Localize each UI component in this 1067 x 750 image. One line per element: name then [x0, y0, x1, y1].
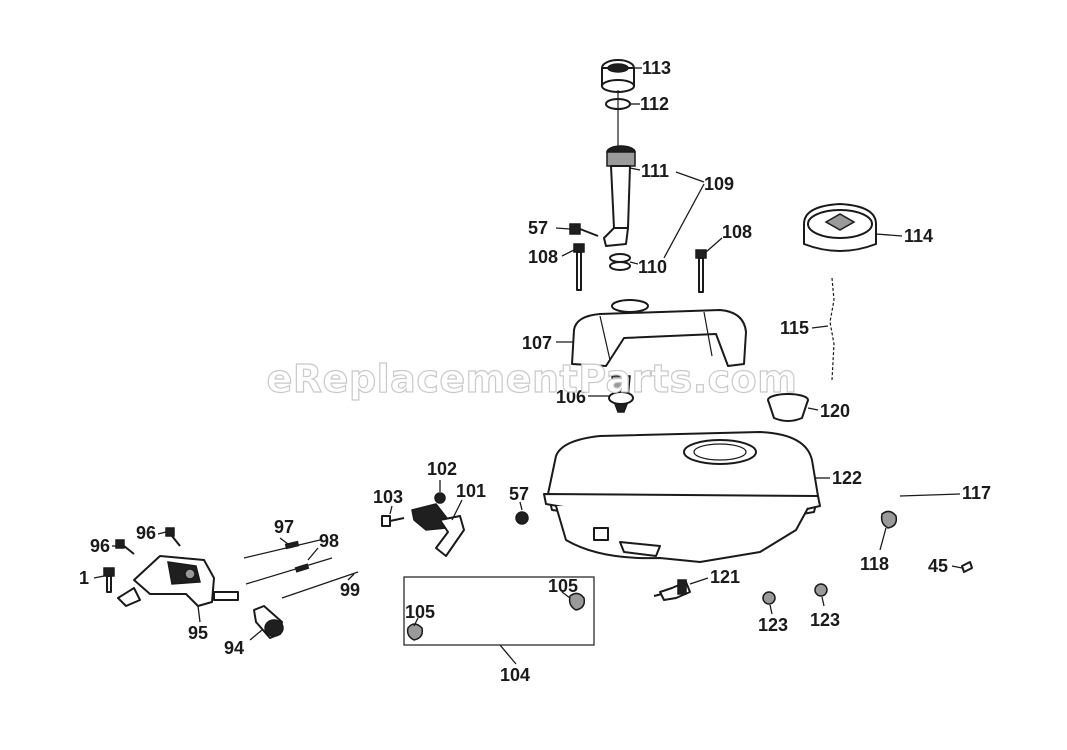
part-bolt-108-left — [573, 243, 585, 291]
part-screw-96-right — [165, 527, 181, 547]
callout-102: 102 — [427, 459, 457, 479]
part-bracket-101 — [411, 503, 465, 557]
callout-122: 122 — [832, 468, 862, 488]
callout-107: 107 — [522, 333, 552, 353]
callout-115: 115 — [780, 318, 809, 338]
callout-123-left: 123 — [758, 615, 788, 635]
part-cap-tether — [829, 277, 835, 381]
part-bolt-108-right — [695, 249, 707, 293]
callout-104: 104 — [500, 665, 530, 685]
callout-121: 121 — [710, 567, 740, 587]
part-fuel-filter — [608, 375, 634, 413]
callout-114: 114 — [904, 226, 933, 246]
callout-117: 117 — [962, 483, 991, 503]
callout-101: 101 — [456, 481, 486, 501]
part-clip-45 — [961, 561, 973, 573]
part-bolt-1 — [103, 567, 115, 593]
part-cable-98 — [245, 557, 333, 585]
callout-112: 112 — [640, 94, 669, 114]
callout-109: 109 — [704, 174, 734, 194]
part-nut-123-right — [814, 583, 828, 597]
part-clamp-118 — [880, 510, 898, 529]
callout-95: 95 — [188, 623, 208, 643]
part-dipstick-cap — [601, 59, 635, 93]
part-control-bracket — [117, 555, 239, 607]
part-fuel-cap — [803, 203, 877, 252]
callout-111: 111 — [641, 161, 669, 181]
callout-97: 97 — [274, 517, 294, 537]
part-nut-123-left — [762, 591, 776, 605]
watermark-text: eReplacementParts.com — [267, 357, 798, 401]
part-oil-fill-tube — [603, 145, 636, 247]
callout-123-right: 123 — [810, 610, 840, 630]
callout-45: 45 — [928, 556, 948, 576]
part-nut-57 — [515, 511, 529, 525]
part-fuel-line-117 — [893, 489, 1003, 577]
part-fuel-hose-104 — [416, 598, 570, 640]
part-fuel-tank — [543, 431, 821, 563]
callout-labels: 113 112 111 109 57 108 108 110 114 115 1… — [79, 58, 991, 685]
callout-118: 118 — [860, 554, 889, 574]
callout-110: 110 — [638, 257, 667, 277]
part-bolt-57-top — [569, 223, 599, 237]
callout-1: 1 — [79, 568, 89, 588]
leader-lines — [93, 67, 963, 665]
part-nut-102 — [434, 492, 446, 504]
part-hose-kit-box — [403, 576, 595, 646]
part-tube-o-rings — [609, 253, 631, 271]
callout-99: 99 — [340, 580, 360, 600]
part-control-knob — [253, 605, 284, 639]
callout-108-left: 108 — [528, 247, 558, 267]
callout-57-top: 57 — [528, 218, 548, 238]
part-tank-cover — [571, 299, 747, 367]
callout-105-left: 105 — [405, 602, 435, 622]
part-cable-97 — [243, 539, 321, 559]
part-fuel-strainer — [767, 393, 809, 422]
callout-94: 94 — [224, 638, 244, 658]
callout-96-right: 96 — [136, 523, 156, 543]
callout-120: 120 — [820, 401, 850, 421]
part-fuel-valve-121 — [653, 579, 691, 601]
callout-106: 106 — [556, 387, 586, 407]
callout-113: 113 — [642, 58, 671, 78]
callout-108-right: 108 — [722, 222, 752, 242]
part-screw-96-left — [115, 539, 135, 555]
part-clamp-105-right — [568, 592, 586, 611]
part-clamp-105-left — [406, 623, 424, 641]
callout-105-right: 105 — [548, 576, 578, 596]
callout-103: 103 — [373, 487, 403, 507]
callout-98: 98 — [319, 531, 339, 551]
part-cable-99 — [281, 571, 359, 599]
callout-57-middle: 57 — [509, 484, 529, 504]
callout-96-left: 96 — [90, 536, 110, 556]
part-bolt-103 — [381, 515, 405, 527]
